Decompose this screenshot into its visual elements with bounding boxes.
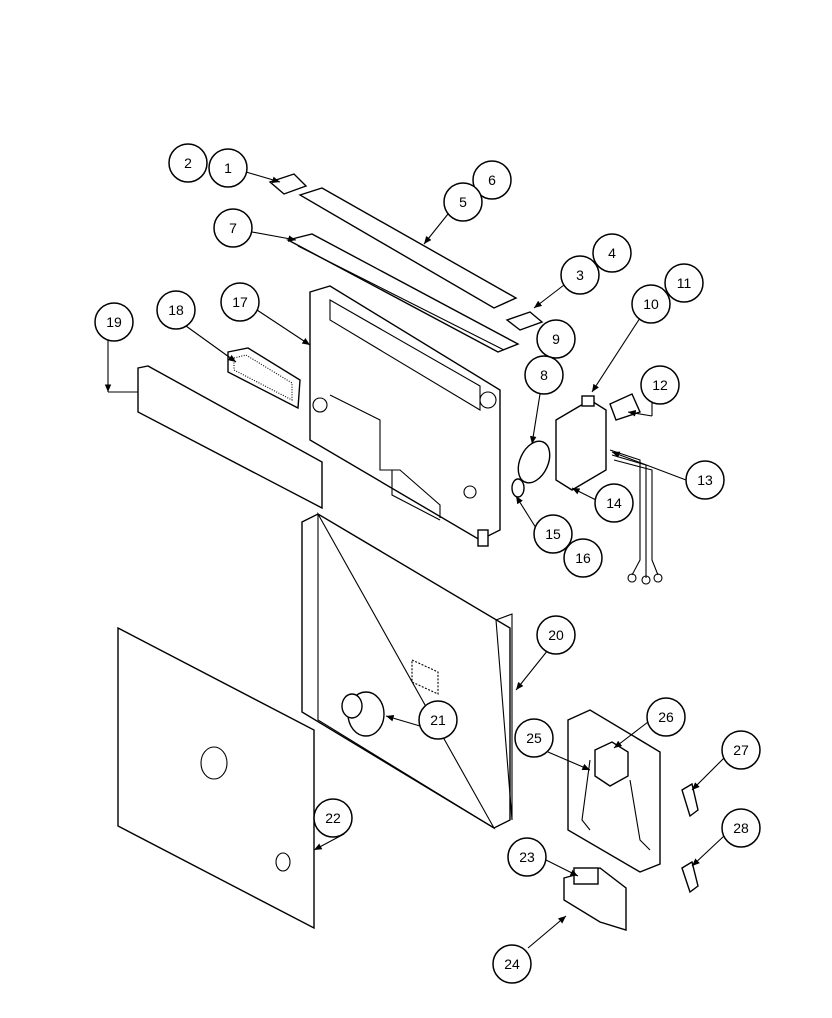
callout-21: 21 (418, 700, 458, 740)
callout-circle (631, 284, 671, 324)
callout-circle (208, 148, 248, 188)
callout-circle (533, 514, 573, 554)
callout-24: 24 (492, 944, 532, 984)
callout-14: 14 (594, 483, 634, 523)
callout-label: 27 (733, 742, 749, 758)
callout-11: 11 (664, 263, 704, 303)
leader-lines (104, 171, 725, 949)
callout-label: 24 (504, 956, 520, 972)
callout-label: 6 (488, 172, 496, 188)
callout-label: 10 (643, 296, 659, 312)
callout-22: 22 (313, 798, 353, 838)
callout-4: 4 (592, 233, 632, 273)
callout-label: 8 (540, 367, 548, 383)
callout-18: 18 (156, 290, 196, 330)
part-control-14 (555, 393, 663, 585)
callout-12: 12 (640, 365, 680, 405)
callout-8: 8 (524, 355, 564, 395)
callout-label: 9 (552, 331, 560, 347)
callout-label: 22 (325, 810, 341, 826)
callout-circle (646, 697, 686, 737)
callout-25: 25 (514, 718, 554, 758)
callout-6: 6 (472, 160, 512, 200)
callout-16: 16 (563, 538, 603, 578)
callout-circle (313, 798, 353, 838)
callout-circle (560, 255, 600, 295)
callout-circle (592, 233, 632, 273)
callout-13: 13 (685, 460, 725, 500)
callout-circle (492, 944, 532, 984)
part-side-panel-20 (301, 511, 513, 830)
callout-27: 27 (721, 730, 761, 770)
part-back-panel-22 (117, 626, 315, 930)
part-trim-19 (137, 365, 323, 510)
callout-circle (563, 538, 603, 578)
callout-label: 3 (576, 267, 584, 283)
part-knob-8-15 (511, 440, 551, 498)
callout-circle (721, 730, 761, 770)
callout-3: 3 (560, 255, 600, 295)
callout-circle (168, 143, 208, 183)
callout-2: 2 (168, 143, 208, 183)
callout-label: 17 (232, 294, 248, 310)
part-grille-18 (227, 347, 301, 410)
callout-26: 26 (646, 697, 686, 737)
callout-label: 13 (697, 472, 713, 488)
callout-15: 15 (533, 514, 573, 554)
callout-label: 18 (168, 302, 184, 318)
callout-1: 1 (208, 148, 248, 188)
callout-circle (94, 302, 134, 342)
callout-circle (640, 365, 680, 405)
callout-label: 21 (430, 712, 446, 728)
callout-20: 20 (536, 615, 576, 655)
callout-circle (594, 483, 634, 523)
callout-9: 9 (536, 319, 576, 359)
part-clips-27-28 (681, 782, 699, 894)
callout-circle (664, 263, 704, 303)
part-front-panel-17 (309, 285, 501, 547)
callout-23: 23 (507, 837, 547, 877)
callout-label: 2 (184, 155, 192, 171)
callout-circle (514, 718, 554, 758)
callout-label: 19 (106, 314, 122, 330)
callout-circle (472, 160, 512, 200)
callout-circle (156, 290, 196, 330)
callout-label: 16 (575, 550, 591, 566)
callout-label: 23 (519, 849, 535, 865)
callout-label: 1 (224, 160, 232, 176)
callout-label: 26 (658, 709, 674, 725)
callout-label: 28 (733, 820, 749, 836)
callout-label: 14 (606, 495, 622, 511)
callout-10: 10 (631, 284, 671, 324)
callout-circle (443, 182, 483, 222)
callout-label: 20 (548, 627, 564, 643)
callout-circle (524, 355, 564, 395)
callout-circle (507, 837, 547, 877)
callout-28: 28 (721, 808, 761, 848)
callout-17: 17 (220, 282, 260, 322)
part-motor-21 (341, 691, 385, 737)
callout-circle (213, 208, 253, 248)
callout-label: 15 (545, 526, 561, 542)
callout-circle (220, 282, 260, 322)
callout-5: 5 (443, 182, 483, 222)
callout-circle (536, 615, 576, 655)
callout-7: 7 (213, 208, 253, 248)
callout-label: 5 (459, 194, 467, 210)
callout-label: 4 (608, 245, 616, 261)
callout-19: 19 (94, 302, 134, 342)
part-channel-7 (286, 233, 520, 353)
part-cover-23-24 (563, 867, 627, 931)
callout-circle (418, 700, 458, 740)
callout-label: 7 (229, 220, 237, 236)
callout-circle (721, 808, 761, 848)
callout-label: 11 (677, 275, 692, 291)
callout-label: 25 (526, 730, 542, 746)
part-bracket-25-26 (567, 709, 661, 873)
callout-circle (536, 319, 576, 359)
callout-circle (685, 460, 725, 500)
callout-label: 12 (652, 377, 668, 393)
